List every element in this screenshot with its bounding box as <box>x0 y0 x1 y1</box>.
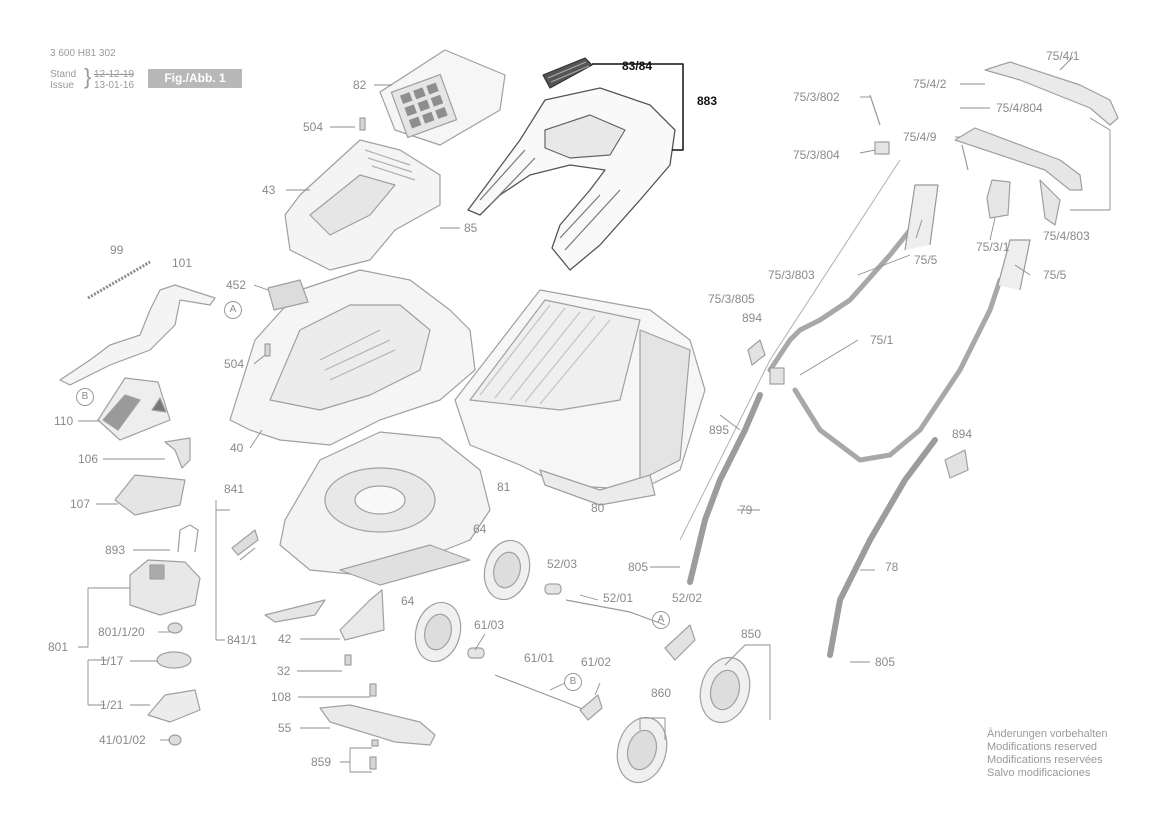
marker-b: B <box>76 388 94 406</box>
doc-number: 3 600 H81 302 <box>50 48 116 59</box>
part-label: 75/4/804 <box>996 101 1043 115</box>
part-label: 61/03 <box>474 618 505 632</box>
part-label: 75/5 <box>1043 268 1067 282</box>
part-label: 1/21 <box>100 698 124 712</box>
part-106 <box>164 437 191 469</box>
part-label: 801/1/20 <box>98 625 145 639</box>
part-label: 79 <box>739 503 753 517</box>
part-99-spring <box>87 260 151 300</box>
part-label: 78 <box>885 560 899 574</box>
part-75-1-tube <box>767 227 1003 463</box>
part-label: 75/3/805 <box>708 292 755 306</box>
part-label: 850 <box>741 627 762 641</box>
part-452-board <box>267 279 309 311</box>
marker-a: A <box>224 301 242 319</box>
part-label: 64 <box>473 522 487 536</box>
part-82-keypad <box>399 82 448 129</box>
part-801-motor <box>129 559 201 616</box>
part-label: 75/4/9 <box>903 130 937 144</box>
part-label: 75/4/1 <box>1046 49 1080 63</box>
part-label: 75/3/802 <box>793 90 840 104</box>
part-label: 106 <box>78 452 99 466</box>
part-label: 893 <box>105 543 126 557</box>
part-label: 80 <box>591 501 605 515</box>
part-label: 860 <box>651 686 672 700</box>
part-42 <box>339 589 385 641</box>
part-label: 805 <box>628 560 649 574</box>
figure-label: Fig./Abb. 1 <box>148 69 242 88</box>
note-line: Modifications reservées <box>987 754 1103 766</box>
part-label: 108 <box>271 690 292 704</box>
part-label: 75/1 <box>870 333 894 347</box>
part-55-blade <box>319 704 436 746</box>
part-label: 75/3/803 <box>768 268 815 282</box>
part-label: 75/3/1 <box>976 240 1010 254</box>
part-label: 895 <box>709 423 730 437</box>
part-label: 61/01 <box>524 651 555 665</box>
issue-label: Issue <box>50 80 74 91</box>
issue-date: 13-01-16 <box>94 80 135 91</box>
part-label: 55 <box>278 721 292 735</box>
stand-label: Stand <box>50 69 77 80</box>
part-label: 82 <box>353 78 367 92</box>
marker-a: A <box>652 611 670 629</box>
part-label: 43 <box>262 183 276 197</box>
part-label: 504 <box>224 357 245 371</box>
part-label: 42 <box>278 632 292 646</box>
note-line: Modifications reserved <box>987 741 1098 753</box>
part-label: 64 <box>401 594 415 608</box>
note-line: Salvo modificaciones <box>987 767 1091 779</box>
part-label: 805 <box>875 655 896 669</box>
part-75-3-1 <box>986 179 1011 219</box>
part-label: 504 <box>303 120 324 134</box>
part-label: 52/03 <box>547 557 578 571</box>
part-label: 75/3/804 <box>793 148 840 162</box>
part-label: 801 <box>48 640 69 654</box>
part-label: 61/02 <box>581 655 612 669</box>
part-label: 99 <box>110 243 124 257</box>
part-label-highlighted: 883 <box>697 94 718 108</box>
brace: } <box>84 64 92 89</box>
part-label: 81 <box>497 480 511 494</box>
part-75-4-1 <box>984 61 1119 126</box>
part-75-5-right <box>997 239 1031 291</box>
part-label: 1/17 <box>100 654 124 668</box>
part-101-lever <box>59 284 216 386</box>
part-label: 452 <box>226 278 247 292</box>
part-label: 101 <box>172 256 193 270</box>
part-label: 40 <box>230 441 244 455</box>
part-label: 32 <box>277 664 291 678</box>
part-107 <box>114 474 186 516</box>
part-label: 107 <box>70 497 91 511</box>
part-75-5-left <box>904 184 939 251</box>
part-label: 75/4/803 <box>1043 229 1090 243</box>
part-label: 859 <box>311 755 332 769</box>
part-79-tube <box>687 392 763 585</box>
part-label: 41/01/02 <box>99 733 146 747</box>
note-line: Änderungen vorbehalten <box>987 728 1108 740</box>
part-label: 75/5 <box>914 253 938 267</box>
part-label: 894 <box>742 311 763 325</box>
part-label: 894 <box>952 427 973 441</box>
part-label: 52/02 <box>672 591 703 605</box>
marker-b: B <box>564 673 582 691</box>
part-78-tube <box>827 437 938 658</box>
modifications-notes: Änderungen vorbehalten Modifications res… <box>987 728 1107 780</box>
part-label: 841/1 <box>227 633 258 647</box>
part-label: 52/01 <box>603 591 634 605</box>
part-label: 841 <box>224 482 245 496</box>
stand-date: 12-12-19 <box>94 69 135 80</box>
part-label-highlighted: 83/84 <box>622 59 653 73</box>
part-label: 110 <box>54 414 74 428</box>
part-label: 75/4/2 <box>913 77 947 91</box>
part-label: 85 <box>464 221 478 235</box>
wheels <box>414 539 751 784</box>
